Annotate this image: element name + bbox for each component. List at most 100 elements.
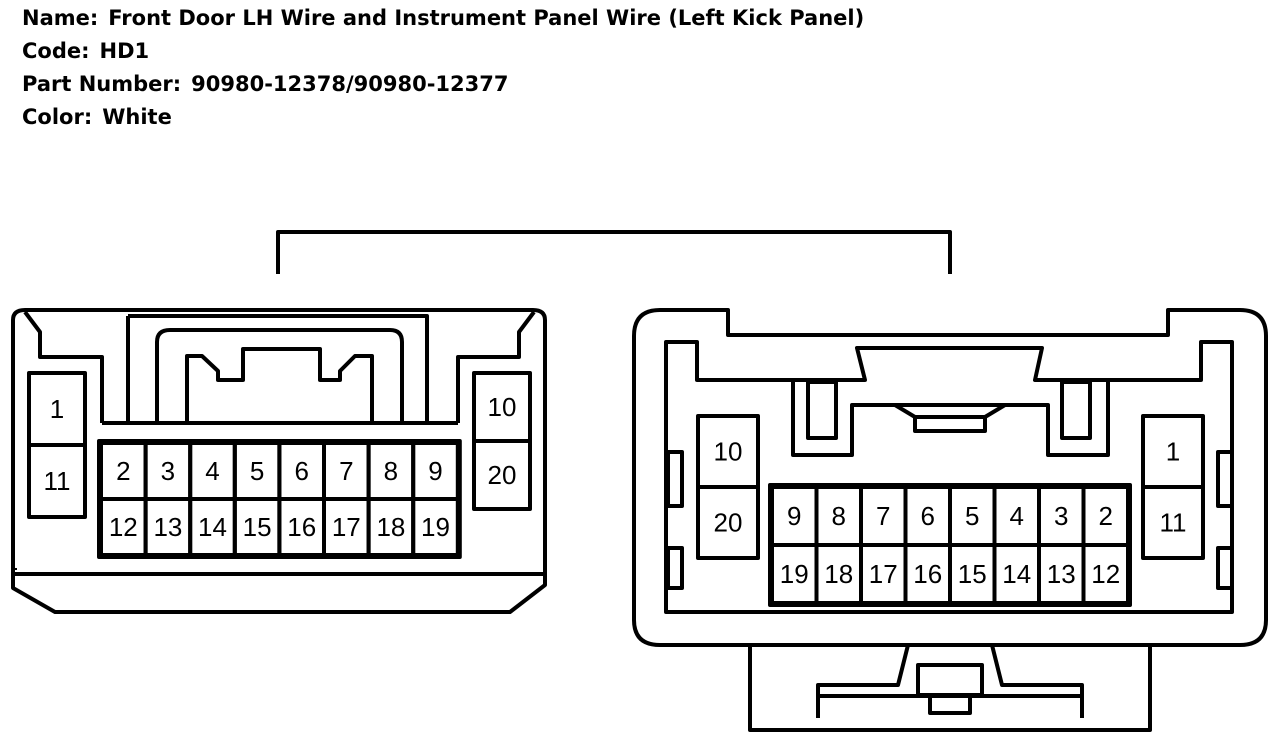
left-connector-pin-11: 11 (27, 443, 87, 519)
left-connector-pin-4-label: 4 (205, 456, 219, 486)
right-connector-pin-11: 11 (1141, 485, 1205, 560)
color-label: Color: (22, 105, 93, 129)
right-connector-pin-16-label: 16 (913, 559, 942, 589)
left-connector-pin-10: 10 (472, 371, 532, 443)
name-line: Name: Front Door LH Wire and Instrument P… (22, 2, 864, 35)
right-connector-pin-12-box (1081, 543, 1130, 605)
left-connector-pin-7-label: 7 (339, 456, 353, 486)
right-connector-pin-13-label: 13 (1047, 559, 1076, 589)
left-connector-pin-12-label: 12 (109, 512, 138, 542)
right-connector-pin-18: 18 (814, 543, 863, 605)
right-connector-pin-7-label: 7 (876, 501, 890, 531)
right-connector-pin-4: 4 (992, 485, 1041, 547)
left-connector-pin-7: 7 (322, 441, 371, 501)
right-connector-guide-left (806, 380, 838, 440)
left-connector-pin-10-label: 10 (488, 392, 517, 422)
left-connector-pin-3: 3 (143, 441, 193, 501)
right-connector-pin-4-label: 4 (1010, 501, 1024, 531)
left-connector-pin-19: 19 (411, 497, 460, 557)
right-connector-right-slot-bottom (1216, 546, 1234, 590)
right-connector-latch-arms (816, 644, 1084, 718)
right-connector-lock-tab (913, 415, 987, 433)
left-connector-pin-20-label: 20 (488, 460, 517, 490)
right-connector-pin-14-label: 14 (1002, 559, 1031, 589)
right-connector-pin-7: 7 (859, 485, 908, 547)
right-connector-pin-15-label: 15 (958, 559, 987, 589)
left-connector-pin-17: 17 (322, 497, 371, 557)
right-connector-pin-9-label: 9 (787, 501, 801, 531)
right-connector-left-slot-top (666, 450, 684, 508)
left-connector-frame-inner (155, 328, 404, 423)
connector-info: Name: Front Door LH Wire and Instrument P… (22, 2, 864, 134)
left-connector-pin-6: 6 (277, 441, 326, 501)
left-connector-pin-1-label: 1 (50, 394, 64, 424)
right-connector (632, 308, 1268, 732)
right-connector-pin-8: 8 (814, 485, 863, 547)
left-connector-pin-6-label: 6 (294, 456, 308, 486)
left-connector-pin-13: 13 (143, 497, 193, 557)
left-connector-pin-16-label: 16 (287, 512, 316, 542)
left-connector-pin-3-label: 3 (161, 456, 175, 486)
color-value: White (102, 105, 172, 129)
right-connector-pin-18-label: 18 (824, 559, 853, 589)
right-connector-pin-14: 14 (992, 543, 1041, 605)
left-connector-pin-9-label: 9 (428, 456, 442, 486)
left-connector-pin-15-label: 15 (243, 512, 272, 542)
right-connector-pin-1: 1 (1141, 414, 1205, 489)
right-connector-pin-17-label: 17 (869, 559, 898, 589)
left-connector-pin-16: 16 (277, 497, 326, 557)
right-connector-pin-12-label: 12 (1091, 559, 1120, 589)
right-connector-pin-19: 19 (770, 543, 819, 605)
left-connector-pin-17-label: 17 (332, 512, 361, 542)
name-label: Name: (22, 6, 99, 30)
right-connector-pin-5-label: 5 (965, 501, 979, 531)
left-connector-pin-15: 15 (232, 497, 282, 557)
right-connector-pin-1-label: 1 (1166, 437, 1180, 467)
name-value: Front Door LH Wire and Instrument Panel … (108, 6, 865, 30)
left-connector-pin-12: 12 (99, 497, 148, 557)
left-connector-lock (185, 347, 374, 423)
right-connector-outline (632, 308, 1268, 647)
right-connector-pin-10: 10 (696, 414, 760, 489)
right-connector-pin-6-label: 6 (921, 501, 935, 531)
right-connector-latch-button (916, 663, 984, 697)
right-connector-pin-17: 17 (859, 543, 908, 605)
right-connector-frame (791, 380, 1110, 457)
code-value: HD1 (99, 39, 150, 63)
left-connector-pin-13-label: 13 (153, 512, 182, 542)
mating-bracket (276, 230, 952, 274)
left-connector-pin-4: 4 (188, 441, 237, 501)
left-connector (11, 308, 547, 614)
left-connector-pin-11-label: 11 (44, 466, 71, 496)
left-connector-pin-8-label: 8 (384, 456, 398, 486)
left-connector-pin-19-label: 19 (421, 512, 450, 542)
right-connector-pin-20: 20 (696, 485, 760, 560)
left-connector-pin-9: 9 (411, 441, 460, 501)
left-connector-pin-19-box (411, 497, 460, 557)
code-line: Code: HD1 (22, 35, 864, 68)
code-label: Code: (22, 39, 90, 63)
left-connector-pin-11-box (27, 443, 87, 519)
left-connector-pin-18: 18 (366, 497, 416, 557)
left-connector-pin-5: 5 (232, 441, 282, 501)
color-line: Color: White (22, 101, 864, 134)
right-connector-guide-right (1060, 380, 1092, 440)
right-connector-pin-11-label: 11 (1160, 508, 1187, 538)
left-connector-pin-2-label: 2 (116, 456, 130, 486)
right-connector-pin-12: 12 (1081, 543, 1130, 605)
right-connector-pin-11-box (1141, 485, 1205, 560)
right-connector-pin-19-label: 19 (780, 559, 809, 589)
part-number-label: Part Number: (22, 72, 182, 96)
left-connector-pin-20-box (472, 439, 532, 511)
left-connector-pin-8: 8 (366, 441, 416, 501)
right-connector-pin-9: 9 (770, 485, 819, 547)
right-connector-pin-16: 16 (903, 543, 952, 605)
right-connector-inner-wall (664, 340, 1234, 614)
left-connector-pin-1: 1 (27, 371, 87, 447)
right-connector-pin-15: 15 (948, 543, 997, 605)
part-number-line: Part Number:90980-12378/90980-12377 (22, 68, 864, 101)
right-connector-pin-2-label: 2 (1099, 501, 1113, 531)
left-connector-outline (11, 308, 547, 614)
